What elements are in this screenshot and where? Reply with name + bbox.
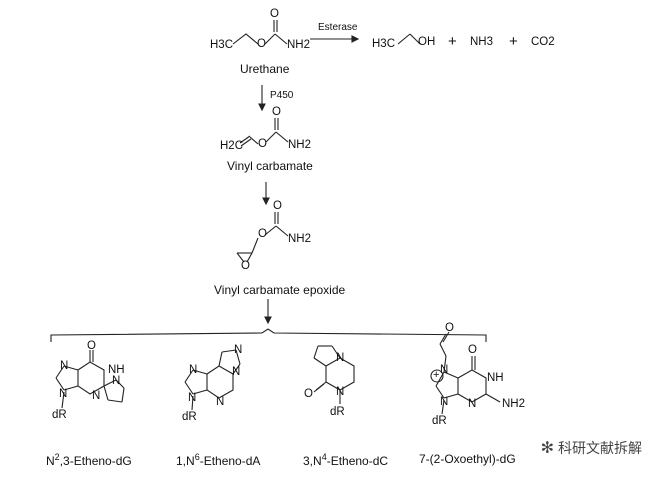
- oxo-aldehyde-o-label: O: [445, 322, 454, 334]
- urethane-o-label: O: [257, 38, 266, 50]
- urethane-o-top-label: O: [270, 8, 279, 20]
- oxo-o-label: O: [468, 344, 477, 356]
- epoxide-name: Vinyl carbamate epoxide: [214, 283, 346, 297]
- dg-adduct-bonds: [55, 350, 125, 409]
- vinyl-nh2-label: NH2: [288, 139, 312, 151]
- oxo-n2-label: N: [468, 398, 477, 410]
- da-n4-label: N: [232, 366, 241, 378]
- da-n3-label: N: [216, 396, 225, 408]
- da-n1-label: N: [189, 364, 198, 376]
- da-n5-label: N: [234, 344, 243, 356]
- nh3-label: NH3: [470, 36, 494, 48]
- dc-n2-label: N: [336, 386, 345, 398]
- dc-n1-label: N: [336, 352, 345, 364]
- urethane-h3c-label: H3C: [210, 39, 234, 51]
- esterase-label: Esterase: [318, 22, 358, 33]
- da-adduct-bonds: [184, 349, 241, 411]
- oxo-n1-label: N: [440, 396, 449, 408]
- vinyl-carbamate-name: Vinyl carbamate: [227, 159, 313, 173]
- urethane-bonds: [232, 33, 259, 45]
- dg-o-label: O: [87, 340, 96, 352]
- caption-oxoethyl-dg: 7-(2-Oxoethyl)-dG: [419, 452, 516, 466]
- wechat-icon: ✻: [540, 440, 554, 457]
- caption-da: 1,N6-Etheno-dA: [176, 452, 261, 468]
- vinyl-o-top-label: O: [272, 106, 281, 118]
- oxoethyl-dg-bonds: [430, 331, 501, 415]
- dg-n4-label: N: [112, 375, 121, 387]
- oxo-plus-label: +: [433, 369, 440, 381]
- dc-dr-label: dR: [330, 406, 345, 418]
- ethanol-h3c-label: H3C: [372, 38, 396, 50]
- epoxide-o-top-label: O: [273, 200, 282, 212]
- ethanol-oh-label: OH: [418, 36, 436, 48]
- plus-sign-1: +: [448, 33, 457, 50]
- watermark: ✻ 科研文献拆解: [540, 440, 642, 457]
- dg-dr-label: dR: [52, 409, 67, 421]
- epoxide-ring-o-label: O: [241, 260, 250, 272]
- urethane-nh2-label: NH2: [287, 39, 311, 51]
- dg-n3-label: N: [92, 390, 101, 402]
- dc-adduct-bonds: [313, 345, 355, 404]
- vinyl-h2c-label: H2C: [220, 140, 244, 152]
- dc-o-label: O: [304, 388, 313, 400]
- co2-label: CO2: [531, 36, 555, 48]
- urethane-name: Urethane: [240, 62, 290, 76]
- oxo-nh-label: NH: [487, 372, 504, 384]
- oxo-n-plus-label: N: [440, 364, 449, 376]
- oxo-dr-label: dR: [432, 415, 447, 427]
- dg-n1-label: N: [60, 360, 69, 372]
- da-dr-label: dR: [182, 411, 197, 423]
- dg-n2-label: N: [59, 388, 68, 400]
- da-n2-label: N: [188, 392, 197, 404]
- p450-label: P450: [270, 90, 294, 101]
- dg-nh-label: NH: [108, 364, 125, 376]
- epoxide-o-label: O: [258, 228, 267, 240]
- vinyl-o-label: O: [258, 138, 267, 150]
- product-brace: [50, 328, 487, 342]
- caption-dg: N2,3-Etheno-dG: [46, 452, 132, 468]
- oxo-nh2-label: NH2: [502, 398, 526, 410]
- plus-sign-2: +: [509, 33, 518, 50]
- caption-dc: 3,N4-Etheno-dC: [303, 452, 389, 468]
- epoxide-nh2-label: NH2: [288, 233, 312, 245]
